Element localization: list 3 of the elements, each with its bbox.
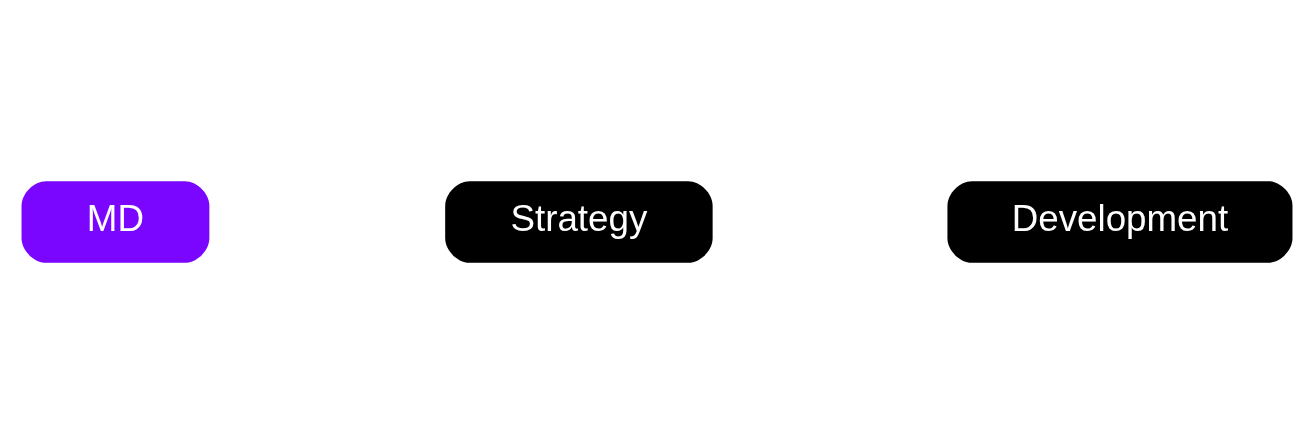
node-box: MD (21, 180, 209, 263)
node-box: Strategy (444, 180, 713, 263)
node-box: Development (946, 180, 1292, 263)
